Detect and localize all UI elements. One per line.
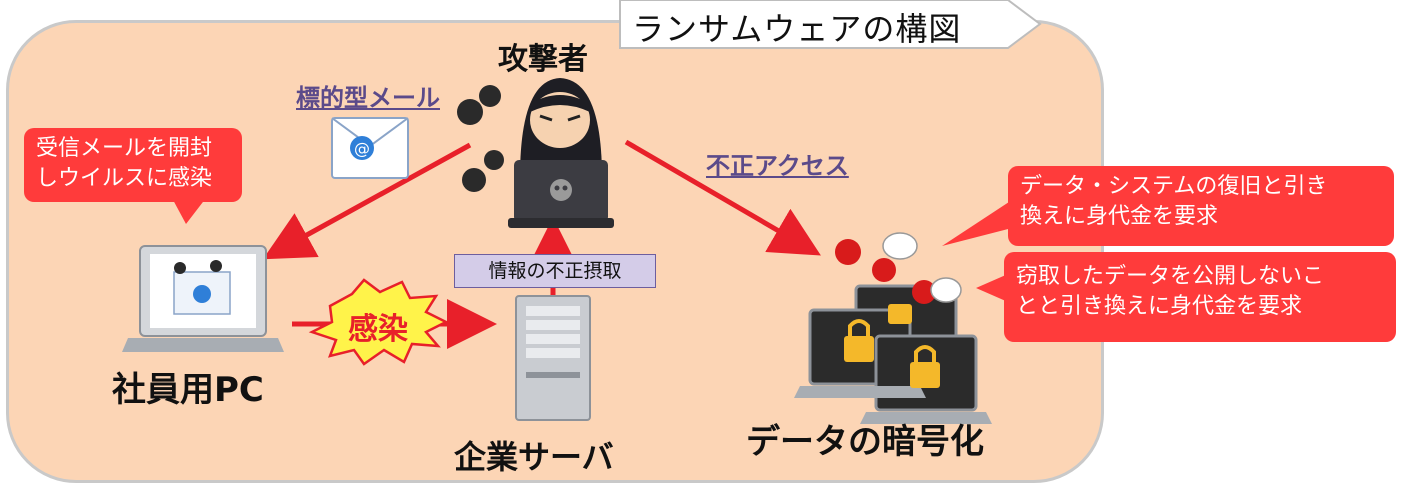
ransom-note-line: 窃取したデータを公開しないこ xyxy=(1016,264,1325,289)
note-right-1-tail xyxy=(942,200,1012,246)
infection-label: 感染 xyxy=(348,312,408,347)
note-right-2-tail xyxy=(976,274,1008,302)
laptop-icon xyxy=(122,245,284,352)
data-theft-label: 情報の不正摂取 xyxy=(454,254,656,288)
arrow-attacker-to-pc xyxy=(262,142,472,260)
encryption-label: データの暗号化 xyxy=(746,422,984,462)
infection-note-line: しウイルスに感染 xyxy=(36,166,213,191)
ransom-note-leak: 窃取したデータを公開しないこ とと引き換えに身代金を要求 xyxy=(1004,252,1396,342)
attacker-icon xyxy=(508,78,614,228)
employee-pc-label: 社員用PC xyxy=(112,370,264,410)
server-label: 企業サーバ xyxy=(454,438,614,476)
diagram-title: ランサムウェアの構図 xyxy=(632,10,962,48)
infection-note: 受信メールを開封 しウイルスに感染 xyxy=(24,128,242,202)
unauthorized-access-label: 不正アクセス xyxy=(706,152,849,180)
svg-text:@: @ xyxy=(354,139,370,158)
locked-laptops-icon xyxy=(794,232,992,424)
virus-icon xyxy=(457,85,504,192)
ransom-note-line: データ・システムの復旧と引き xyxy=(1020,174,1328,199)
infection-burst xyxy=(308,278,449,366)
ransom-note-recovery: データ・システムの復旧と引き 換えに身代金を要求 xyxy=(1008,166,1394,246)
title-tab-shape xyxy=(619,0,1042,49)
infection-note-line: 受信メールを開封 xyxy=(36,136,213,161)
attacker-label: 攻撃者 xyxy=(498,42,588,77)
server-icon xyxy=(515,295,591,421)
targeted-mail-label: 標的型メール xyxy=(296,84,440,112)
ransom-note-line: 換えに身代金を要求 xyxy=(1020,204,1219,229)
note-infect-tail xyxy=(172,198,206,224)
mail-icon: @ xyxy=(331,117,409,179)
ransom-note-line: とと引き換えに身代金を要求 xyxy=(1016,294,1303,319)
arrow-attacker-to-encryption xyxy=(624,139,821,256)
